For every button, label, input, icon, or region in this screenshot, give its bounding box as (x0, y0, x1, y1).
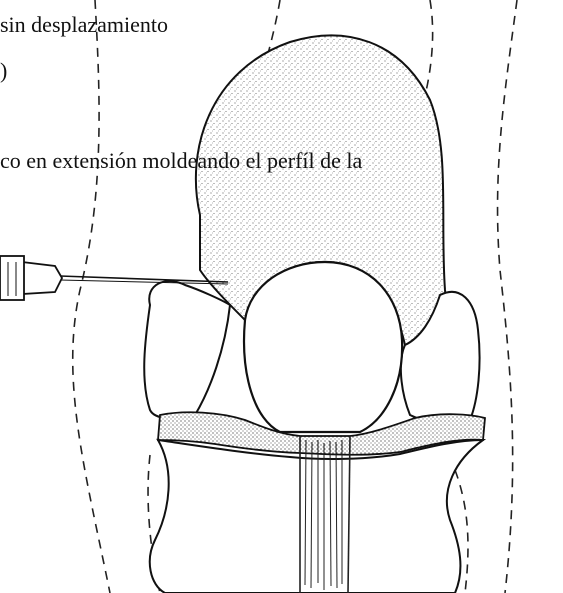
patella (244, 262, 402, 432)
lateral-condyle (144, 281, 230, 418)
text-line-3: co en extensión moldeando el perfíl de l… (0, 150, 362, 172)
text-line-2: ) (0, 60, 7, 82)
text-line-1: sin desplazamiento (0, 14, 168, 36)
tibia (150, 440, 483, 593)
